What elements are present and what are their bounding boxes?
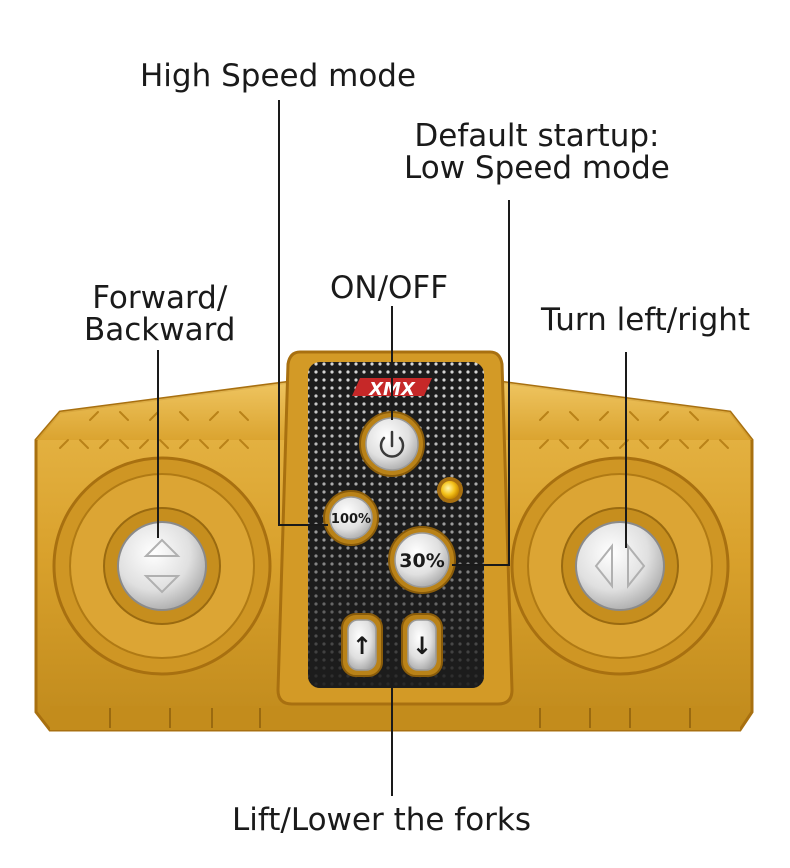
up-arrow-icon: ↑ <box>352 632 372 660</box>
lift-lower-forks-label: Lift/Lower the forks <box>232 802 532 838</box>
left-arrow-icon <box>594 543 613 589</box>
forward-backward-line1: Forward/ <box>92 280 228 316</box>
forward-backward-label: Forward/ Backward <box>84 282 236 346</box>
high-speed-label: High Speed mode <box>140 58 417 94</box>
power-icon <box>379 430 405 458</box>
right-arrow-icon <box>627 543 646 589</box>
power-button[interactable] <box>359 411 425 477</box>
left-joystick[interactable] <box>52 456 272 676</box>
right-joystick[interactable] <box>510 456 730 676</box>
lift-up-button[interactable]: ↑ <box>341 613 383 677</box>
forward-backward-line2: Backward <box>84 312 236 348</box>
high-speed-button-label: 100% <box>331 512 371 527</box>
high-speed-button[interactable]: 100% <box>323 490 379 546</box>
up-arrow-icon <box>143 538 181 557</box>
default-startup-label: Default startup: Low Speed mode <box>404 120 670 184</box>
down-arrow-icon <box>143 575 181 594</box>
down-arrow-icon: ↓ <box>412 632 432 660</box>
low-speed-button[interactable]: 30% <box>388 526 456 594</box>
control-panel: XMX <box>276 350 514 706</box>
default-startup-callout-line <box>452 200 510 566</box>
status-led <box>437 477 463 503</box>
on-off-label: ON/OFF <box>330 270 449 306</box>
high-speed-callout-line <box>278 100 328 526</box>
tread-pattern <box>59 411 729 449</box>
lift-down-button[interactable]: ↓ <box>401 613 443 677</box>
default-startup-line1: Default startup: <box>414 118 660 154</box>
callout-lines <box>157 100 627 796</box>
turn-left-right-label: Turn left/right <box>541 302 751 338</box>
low-speed-button-label: 30% <box>399 550 444 572</box>
default-startup-line2: Low Speed mode <box>404 150 670 186</box>
